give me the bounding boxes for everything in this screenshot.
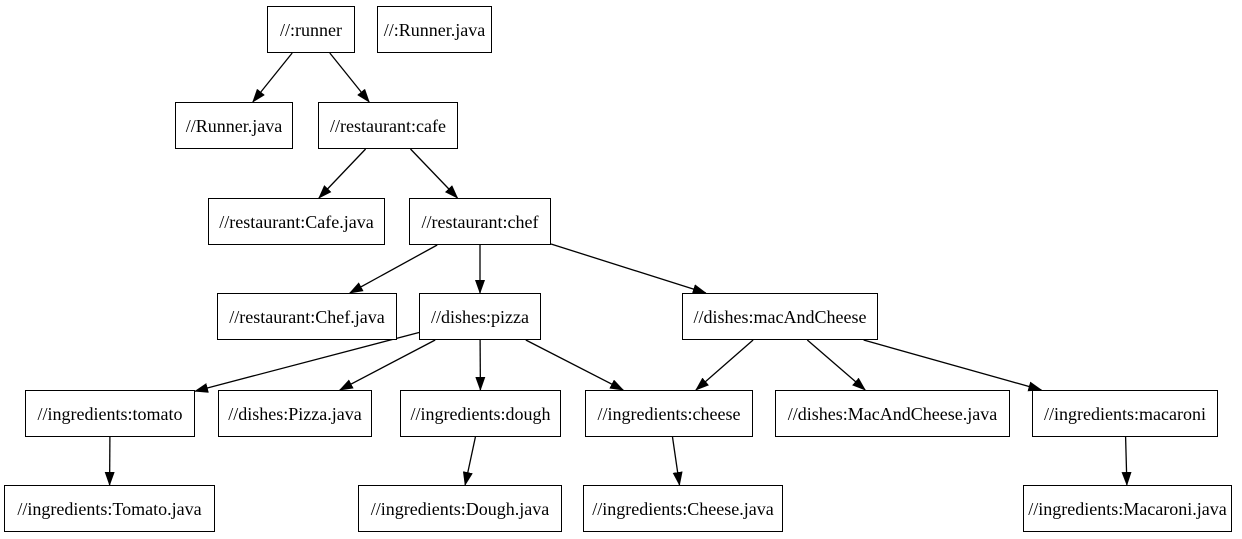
node-label: //restaurant:cafe	[330, 115, 446, 136]
graph-edge-chef-to-mac-and-cheese	[550, 243, 707, 294]
node-label: //dishes:Pizza.java	[228, 403, 362, 424]
graph-edge-macaroni-to-macaroni-java	[1121, 436, 1132, 486]
graph-node-runner: //:runner	[267, 6, 355, 53]
graph-node-dough: //ingredients:dough	[400, 390, 561, 437]
node-label: //restaurant:chef	[421, 211, 539, 232]
node-label: //dishes:pizza	[431, 306, 529, 327]
node-label: //ingredients:tomato	[37, 403, 183, 424]
graph-edge-pizza-to-cheese	[525, 339, 625, 391]
node-label: //ingredients:Tomato.java	[17, 498, 202, 519]
graph-node-dough-java: //ingredients:Dough.java	[358, 485, 562, 532]
node-label: //dishes:MacAndCheese.java	[787, 403, 998, 424]
graph-node-runner-java: //Runner.java	[175, 102, 293, 149]
graph-edge-mac-and-cheese-to-macaroni	[863, 339, 1043, 392]
node-label: //ingredients:macaroni	[1044, 403, 1206, 424]
node-label: //ingredients:cheese	[597, 403, 741, 424]
graph-edge-runner-to-runner-java	[252, 52, 293, 103]
node-label: //Runner.java	[185, 115, 283, 136]
graph-node-tomato-java: //ingredients:Tomato.java	[4, 485, 215, 532]
graph-node-chef: //restaurant:chef	[409, 198, 551, 245]
graph-node-chef-java: //restaurant:Chef.java	[217, 293, 397, 340]
node-label: //:Runner.java	[383, 19, 486, 40]
graph-node-mac-and-cheese-java: //dishes:MacAndCheese.java	[775, 390, 1010, 437]
node-label: //restaurant:Cafe.java	[219, 211, 374, 232]
node-label: //restaurant:Chef.java	[229, 306, 385, 327]
graph-edge-cheese-to-cheese-java	[671, 436, 683, 486]
graph-node-mac-and-cheese: //dishes:macAndCheese	[682, 293, 878, 340]
graph-node-cheese-java: //ingredients:Cheese.java	[583, 485, 783, 532]
graph-edge-runner-to-cafe	[329, 52, 370, 103]
graph-edge-mac-and-cheese-to-mac-and-cheese-java	[806, 339, 866, 391]
graph-node-pizza-java: //dishes:Pizza.java	[218, 390, 372, 437]
node-label: //ingredients:Macaroni.java	[1028, 498, 1227, 519]
node-label: //ingredients:dough	[410, 403, 551, 424]
graph-node-macaroni-java: //ingredients:Macaroni.java	[1023, 485, 1232, 532]
graph-node-tomato: //ingredients:tomato	[25, 390, 195, 437]
node-label: //ingredients:Dough.java	[370, 498, 550, 519]
graph-node-runner-java-file: //:Runner.java	[377, 6, 492, 53]
node-label: //ingredients:Cheese.java	[592, 498, 774, 519]
graph-node-cafe: //restaurant:cafe	[318, 102, 458, 149]
graph-node-macaroni: //ingredients:macaroni	[1032, 390, 1218, 437]
graph-edge-pizza-to-pizza-java	[338, 339, 436, 391]
graph-edge-cafe-to-cafe-java	[318, 148, 367, 199]
node-label: //:runner	[280, 19, 342, 40]
graph-edge-dough-to-dough-java	[462, 436, 477, 486]
graph-edge-mac-and-cheese-to-cheese	[695, 339, 754, 391]
graph-edge-cafe-to-chef	[410, 148, 459, 199]
graph-node-cafe-java: //restaurant:Cafe.java	[208, 198, 385, 245]
graph-node-pizza: //dishes:pizza	[419, 293, 541, 340]
node-label: //dishes:macAndCheese	[693, 306, 867, 327]
graph-edge-chef-to-chef-java	[348, 244, 438, 294]
graph-edge-pizza-to-tomato	[194, 331, 420, 393]
graph-node-cheese: //ingredients:cheese	[585, 390, 753, 437]
